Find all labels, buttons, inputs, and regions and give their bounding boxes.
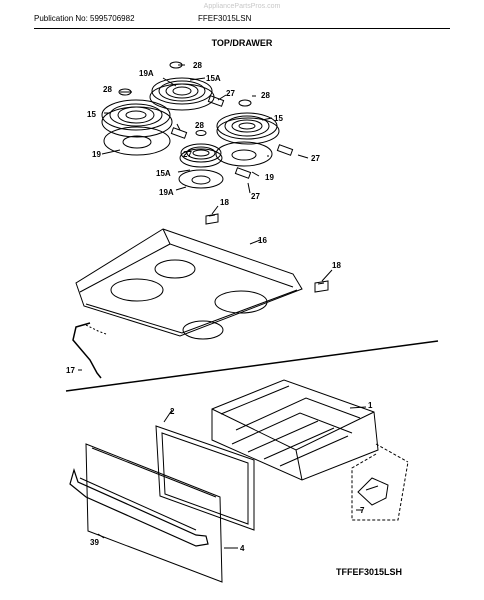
burner-element-left xyxy=(101,99,173,138)
callout-18-a: 18 xyxy=(220,198,229,207)
rod-17 xyxy=(72,322,102,379)
callout-16: 16 xyxy=(258,236,267,245)
callout-27-b: 27 xyxy=(183,150,192,159)
receptacle-27-a xyxy=(207,95,225,107)
burner-element-front xyxy=(179,143,223,168)
watermark: AppliancePartsPros.com xyxy=(203,3,281,10)
burner-element-right xyxy=(216,112,280,145)
callout-28-a: 28 xyxy=(193,61,202,70)
drawer-1 xyxy=(211,379,379,481)
drawer-front-4 xyxy=(85,443,223,583)
callout-17: 17 xyxy=(66,366,75,375)
slide-part-7 xyxy=(357,477,389,506)
callout-19-b: 19 xyxy=(265,173,274,182)
callout-2: 2 xyxy=(170,407,175,416)
page-title: TOP/DRAWER xyxy=(211,38,273,48)
callout-28-b: 28 xyxy=(103,85,112,94)
callout-frame-7 xyxy=(351,443,409,521)
callout-27-d: 27 xyxy=(251,192,260,201)
callout-15-a: 15 xyxy=(87,110,96,119)
divider-line xyxy=(65,340,439,392)
callout-19-a: 19 xyxy=(92,150,101,159)
burner-element-rear-left xyxy=(149,77,215,111)
callout-15A-a: 15A xyxy=(206,74,221,83)
leader-lines xyxy=(78,64,367,549)
callout-7: 7 xyxy=(360,506,365,515)
callout-18-b: 18 xyxy=(332,261,341,270)
diagram-code: TFFEF3015LSH xyxy=(336,567,403,577)
callout-4: 4 xyxy=(240,544,245,553)
cooktop-16 xyxy=(75,228,303,340)
callout-28-d: 28 xyxy=(195,121,204,130)
callout-27-a: 27 xyxy=(226,89,235,98)
model-number: FFEF3015LSN xyxy=(198,14,252,23)
drip-bowl-19-right xyxy=(215,141,273,167)
trim-ring-28-d xyxy=(195,130,207,136)
handle-39 xyxy=(69,467,209,547)
callout-27-c: 27 xyxy=(311,154,320,163)
clip-18-upper xyxy=(205,213,219,225)
drip-bowl-19A-front xyxy=(178,169,224,189)
publication-number: Publication No: 5995706982 xyxy=(34,14,135,23)
callout-15A-b: 15A xyxy=(156,169,171,178)
receptacle-27-b xyxy=(170,127,188,139)
clip-18-right xyxy=(314,280,329,293)
receptacle-27-c xyxy=(276,144,294,156)
callout-1: 1 xyxy=(368,401,373,410)
callout-19A-b: 19A xyxy=(159,188,174,197)
callout-39: 39 xyxy=(90,538,99,547)
header-rule xyxy=(34,28,450,29)
callout-19A-a: 19A xyxy=(139,69,154,78)
callout-15-b: 15 xyxy=(274,114,283,123)
trim-ring-28-c xyxy=(238,99,252,107)
drip-bowl-19-left xyxy=(103,126,171,156)
callout-28-c: 28 xyxy=(261,91,270,100)
receptacle-27-d xyxy=(234,167,252,179)
